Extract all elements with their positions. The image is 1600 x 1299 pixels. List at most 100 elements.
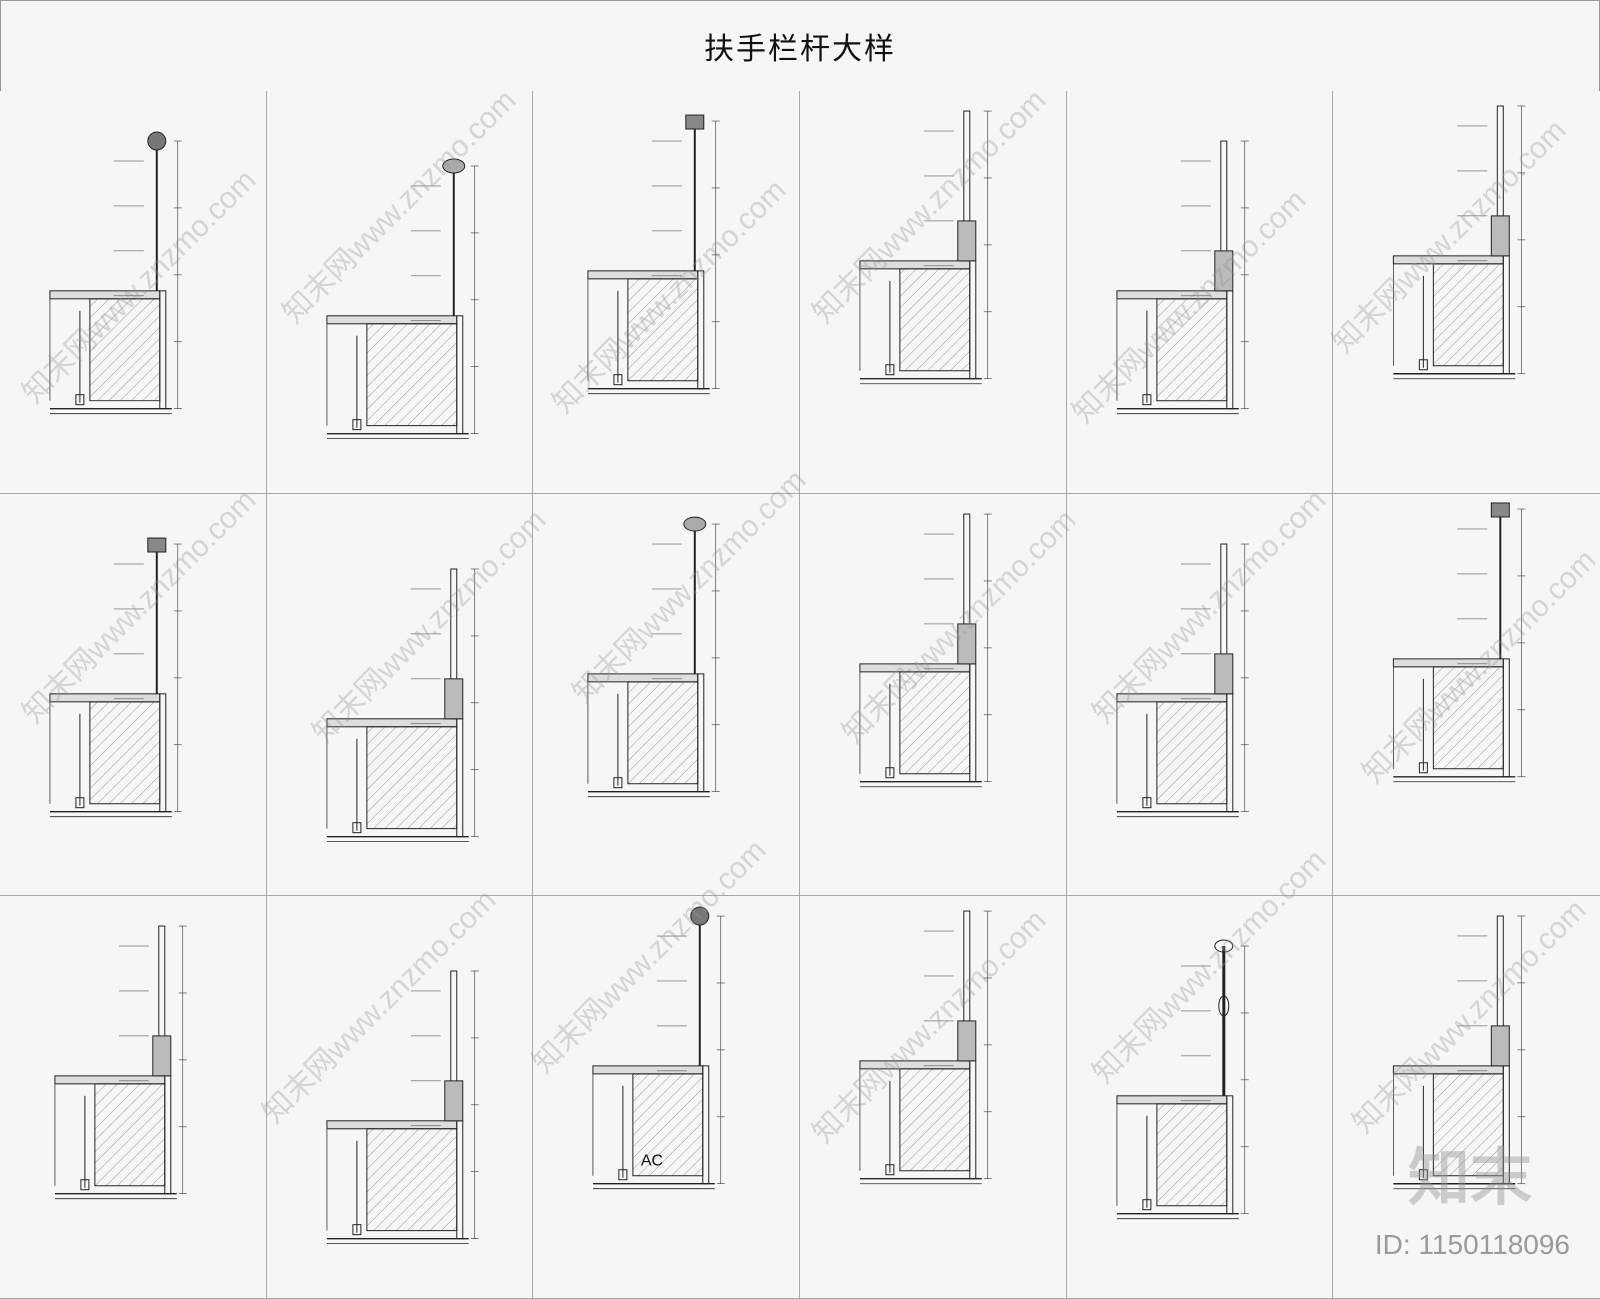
concrete-section	[899, 671, 971, 774]
edge-cladding	[1503, 255, 1511, 375]
concrete-section	[94, 1083, 166, 1187]
detail-cell-13	[0, 896, 267, 1299]
floor-finish	[326, 717, 457, 727]
glass-channel	[1213, 653, 1233, 694]
edge-cladding	[455, 1120, 463, 1240]
floor-finish	[1116, 692, 1227, 702]
floor-finish	[49, 692, 161, 702]
hanger-clip	[80, 1179, 90, 1191]
handrail-oval	[683, 516, 707, 532]
section-drawing	[859, 110, 992, 385]
concrete-section	[627, 278, 699, 382]
edge-cladding	[1225, 1095, 1233, 1215]
section-drawing: AC	[592, 906, 726, 1190]
section-drawing	[1116, 939, 1249, 1220]
section-drawing	[326, 158, 479, 440]
hanger-clip	[1419, 1169, 1429, 1181]
floor-finish	[1393, 658, 1505, 668]
floor-finish	[1393, 1065, 1505, 1075]
concrete-section	[89, 700, 161, 804]
floor-finish	[587, 270, 699, 280]
hanger-clip	[1142, 1199, 1152, 1211]
hanger-clip	[75, 394, 85, 406]
detail-cell-15: AC	[533, 896, 800, 1299]
handrail-round	[690, 906, 710, 926]
section-drawing	[49, 537, 182, 817]
hanger-clip	[885, 364, 895, 376]
handrail-channel	[147, 537, 167, 553]
concrete-section	[1156, 700, 1227, 804]
glass-channel	[1491, 215, 1511, 257]
glass-channel	[1491, 1025, 1511, 1067]
detail-cell-2	[266, 91, 534, 494]
section-drawing	[1393, 105, 1526, 380]
detail-cell-16	[799, 896, 1067, 1299]
hanger-clip	[885, 766, 895, 778]
detail-cell-9	[533, 493, 800, 897]
detail-cell-8	[266, 493, 534, 897]
floor-finish	[587, 673, 699, 683]
hanger-clip	[613, 776, 623, 788]
glass-channel	[152, 1035, 172, 1077]
section-drawing	[1393, 502, 1526, 782]
detail-grid: AC	[0, 91, 1600, 1299]
edge-cladding	[159, 692, 167, 812]
edge-cladding	[164, 1075, 172, 1195]
detail-cell-4	[799, 91, 1067, 494]
handrail-channel	[1491, 502, 1511, 518]
handrail-channel	[685, 114, 705, 130]
detail-cell-10	[799, 493, 1067, 897]
section-drawing	[326, 970, 479, 1245]
detail-cell-18	[1333, 896, 1600, 1299]
edge-cladding	[159, 290, 167, 410]
hanger-clip	[613, 374, 623, 386]
concrete-section	[899, 1068, 971, 1172]
hanger-clip	[352, 419, 362, 431]
detail-cell-17	[1066, 896, 1334, 1299]
watermark-logo: 知末	[1407, 1141, 1532, 1214]
floor-finish	[54, 1075, 166, 1085]
concrete-section	[366, 323, 457, 427]
hanger-clip	[1142, 796, 1152, 808]
detail-cell-3	[533, 91, 800, 494]
floor-finish	[1116, 290, 1227, 300]
hanger-clip	[1142, 394, 1152, 406]
glass-channel	[443, 678, 463, 719]
edge-cladding	[969, 1060, 977, 1180]
section-drawing	[587, 114, 721, 395]
hanger-clip	[352, 1224, 362, 1236]
detail-cell-6	[1333, 91, 1600, 494]
detail-cell-7	[0, 493, 267, 897]
edge-cladding	[1503, 658, 1511, 777]
edge-cladding	[1225, 692, 1233, 812]
floor-finish	[326, 315, 457, 325]
handrail-oval	[441, 158, 465, 174]
edge-cladding	[969, 260, 977, 380]
glass-channel	[957, 1020, 977, 1062]
hanger-clip	[1419, 761, 1429, 773]
hanger-clip	[885, 1164, 895, 1176]
concrete-section	[366, 725, 457, 829]
floor-finish	[1393, 255, 1505, 265]
glass-channel	[443, 1080, 463, 1122]
detail-cell-1	[0, 91, 267, 494]
floor-finish	[859, 663, 971, 673]
floor-finish	[592, 1065, 704, 1075]
section-drawing	[1116, 140, 1249, 415]
concrete-section	[1156, 1103, 1227, 1207]
floor-finish	[859, 260, 971, 270]
glass-channel	[957, 220, 977, 262]
concrete-section	[89, 298, 161, 402]
watermark-id: ID: 1150118096	[1374, 1229, 1570, 1260]
floor-finish	[49, 290, 161, 300]
page-title: 扶手栏杆大样	[704, 32, 896, 67]
detail-cell-12	[1333, 493, 1600, 897]
section-drawing	[54, 925, 187, 1200]
section-drawing	[49, 131, 182, 415]
section-drawing	[859, 513, 992, 787]
floor-finish	[1116, 1095, 1227, 1105]
concrete-section	[1156, 298, 1227, 402]
edge-cladding	[697, 673, 705, 792]
edge-cladding	[969, 663, 977, 782]
detail-cell-11	[1066, 493, 1334, 897]
